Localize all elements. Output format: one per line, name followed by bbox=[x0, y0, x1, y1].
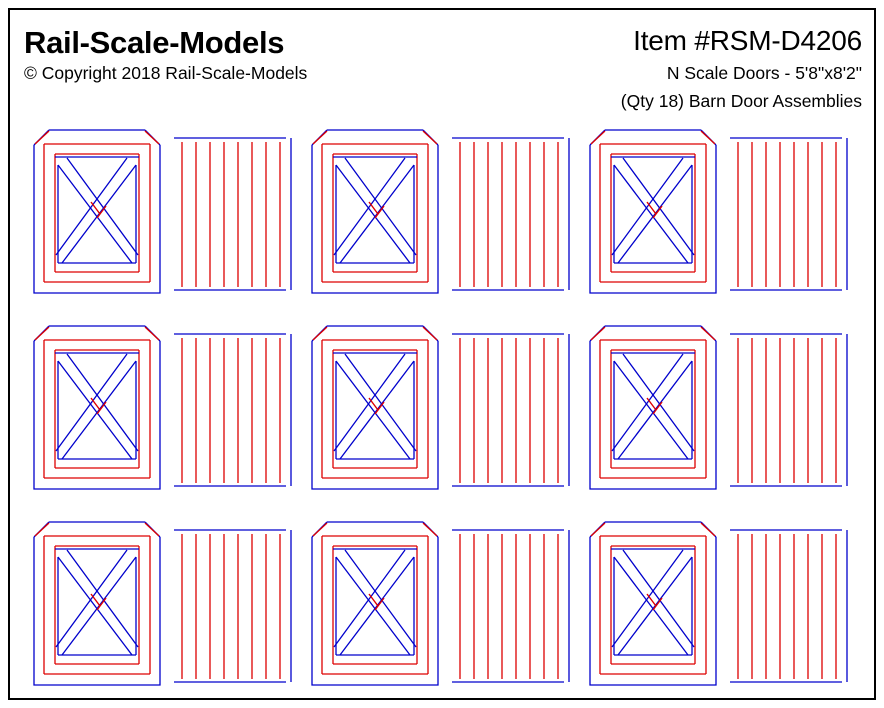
copyright-notice: © Copyright 2018 Rail-Scale-Models bbox=[24, 63, 308, 84]
barn-door-plank-panel bbox=[173, 137, 292, 291]
barn-door-assembly bbox=[589, 325, 848, 490]
barn-door-assembly bbox=[589, 129, 848, 294]
barn-door-assembly bbox=[33, 521, 292, 686]
barn-door-frame-panel bbox=[589, 325, 717, 490]
barn-door-assembly bbox=[33, 325, 292, 490]
item-number: Item #RSM-D4206 bbox=[633, 25, 862, 56]
barn-door-frame-panel bbox=[311, 325, 439, 490]
title-block-left: Rail-Scale-Models © Copyright 2018 Rail-… bbox=[24, 26, 307, 85]
barn-door-plank-panel bbox=[729, 529, 848, 683]
scale-and-size: N Scale Doors - 5'8"x8'2" bbox=[666, 62, 862, 83]
barn-door-plank-panel bbox=[173, 529, 292, 683]
barn-door-frame-panel bbox=[589, 129, 717, 294]
barn-door-plank-panel bbox=[173, 333, 292, 487]
barn-door-frame-panel bbox=[33, 129, 161, 294]
barn-door-frame-panel bbox=[589, 521, 717, 686]
barn-door-plank-panel bbox=[729, 137, 848, 291]
assemblies-layer bbox=[33, 129, 848, 686]
barn-door-plank-panel bbox=[729, 333, 848, 487]
barn-door-frame-panel bbox=[311, 129, 439, 294]
barn-door-plank-panel bbox=[451, 529, 570, 683]
barn-door-frame-panel bbox=[33, 521, 161, 686]
barn-door-frame-panel bbox=[311, 521, 439, 686]
title-block-right: Item #RSM-D4206 N Scale Doors - 5'8"x8'2… bbox=[620, 25, 862, 112]
barn-door-assembly bbox=[33, 129, 292, 294]
barn-door-assembly bbox=[311, 129, 570, 294]
company-name: Rail-Scale-Models bbox=[24, 25, 285, 60]
barn-door-assembly bbox=[311, 521, 570, 686]
title-block: Rail-Scale-Models © Copyright 2018 Rail-… bbox=[8, 8, 876, 118]
barn-door-plank-panel bbox=[451, 333, 570, 487]
barn-door-frame-panel bbox=[33, 325, 161, 490]
barn-door-assembly bbox=[311, 325, 570, 490]
quantity-description: (Qty 18) Barn Door Assemblies bbox=[620, 90, 862, 111]
barn-door-plank-panel bbox=[451, 137, 570, 291]
barn-door-assembly bbox=[589, 521, 848, 686]
